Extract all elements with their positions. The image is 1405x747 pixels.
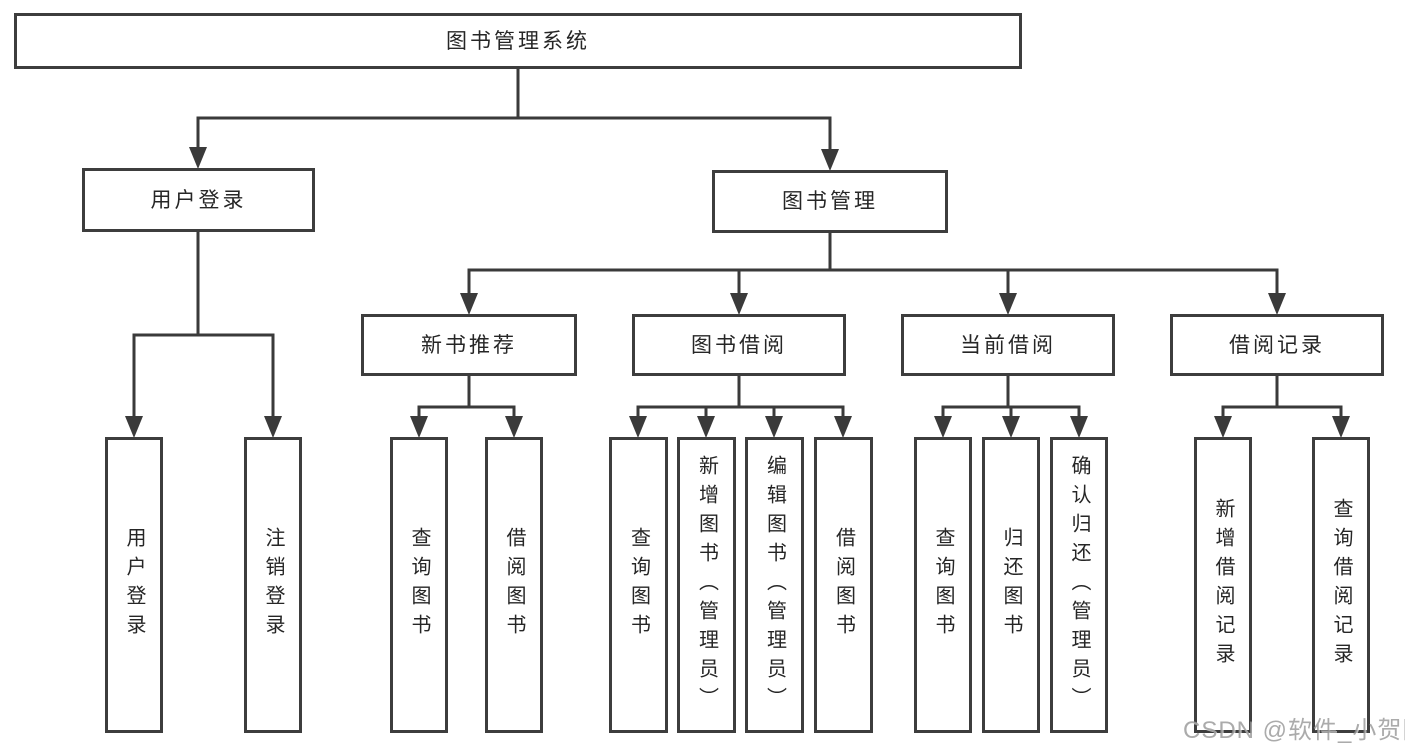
node-label: 图书借阅 (691, 333, 787, 357)
leaf-query-books-borrowing: 查询图书 (609, 437, 668, 733)
arrowhead-icon (834, 416, 852, 438)
arrowhead-icon (505, 416, 523, 438)
arrowhead-icon (1214, 416, 1232, 438)
leaf-user-login: 用户登录 (105, 437, 163, 733)
node-borrowing-records: 借阅记录 (1170, 314, 1384, 376)
leaf-borrow-books-recommend: 借阅图书 (485, 437, 543, 733)
leaf-logout: 注销登录 (244, 437, 302, 733)
node-label: 注销登录 (262, 527, 284, 643)
arrowhead-icon (1002, 416, 1020, 438)
node-book-management: 图书管理 (712, 170, 948, 233)
arrowhead-icon (765, 416, 783, 438)
node-user-login: 用户登录 (82, 168, 315, 232)
node-label: 查询图书 (932, 527, 954, 643)
arrowhead-icon (629, 416, 647, 438)
leaf-return-books: 归还图书 (982, 437, 1040, 733)
node-label: 借阅记录 (1229, 333, 1325, 357)
node-label: 新书推荐 (421, 333, 517, 357)
leaf-query-borrow-record: 查询借阅记录 (1312, 437, 1370, 733)
arrowhead-icon (125, 416, 143, 438)
node-label: 新增借阅记录 (1212, 498, 1234, 672)
arrowhead-icon (697, 416, 715, 438)
leaf-query-books-current: 查询图书 (914, 437, 972, 733)
node-label: 归还图书 (1000, 527, 1022, 643)
leaf-add-borrow-record: 新增借阅记录 (1194, 437, 1252, 733)
node-current-borrowing: 当前借阅 (901, 314, 1115, 376)
leaf-edit-books-admin: 编辑图书（管理员） (745, 437, 804, 733)
arrowhead-icon (1070, 416, 1088, 438)
arrowhead-icon (999, 293, 1017, 315)
node-library-management-system: 图书管理系统 (14, 13, 1022, 69)
node-book-borrowing: 图书借阅 (632, 314, 846, 376)
node-label: 编辑图书（管理员） (763, 454, 786, 716)
leaf-add-books-admin: 新增图书（管理员） (677, 437, 736, 733)
arrowhead-icon (1332, 416, 1350, 438)
node-label: 借阅图书 (503, 527, 525, 643)
arrowhead-icon (821, 149, 839, 171)
node-label: 确认归还（管理员） (1068, 454, 1090, 716)
node-label: 用户登录 (123, 527, 145, 643)
node-label: 查询借阅记录 (1330, 498, 1352, 672)
leaf-confirm-return-admin: 确认归还（管理员） (1050, 437, 1108, 733)
node-label: 借阅图书 (832, 527, 855, 643)
leaf-query-books-recommend: 查询图书 (390, 437, 448, 733)
arrowhead-icon (410, 416, 428, 438)
arrowhead-icon (730, 293, 748, 315)
node-label: 图书管理系统 (446, 29, 590, 53)
node-label: 当前借阅 (960, 333, 1056, 357)
arrowhead-icon (934, 416, 952, 438)
arrowhead-icon (189, 147, 207, 169)
node-new-book-recommendation: 新书推荐 (361, 314, 577, 376)
node-label: 查询图书 (627, 527, 650, 643)
arrowhead-icon (460, 293, 478, 315)
node-label: 新增图书（管理员） (695, 454, 718, 716)
node-label: 查询图书 (408, 527, 430, 643)
connector-path (132, 69, 1343, 420)
leaf-borrow-books: 借阅图书 (814, 437, 873, 733)
arrowhead-icon (264, 416, 282, 438)
node-label: 用户登录 (150, 188, 247, 212)
arrowhead-icon (1268, 293, 1286, 315)
node-label: 图书管理 (782, 190, 878, 213)
